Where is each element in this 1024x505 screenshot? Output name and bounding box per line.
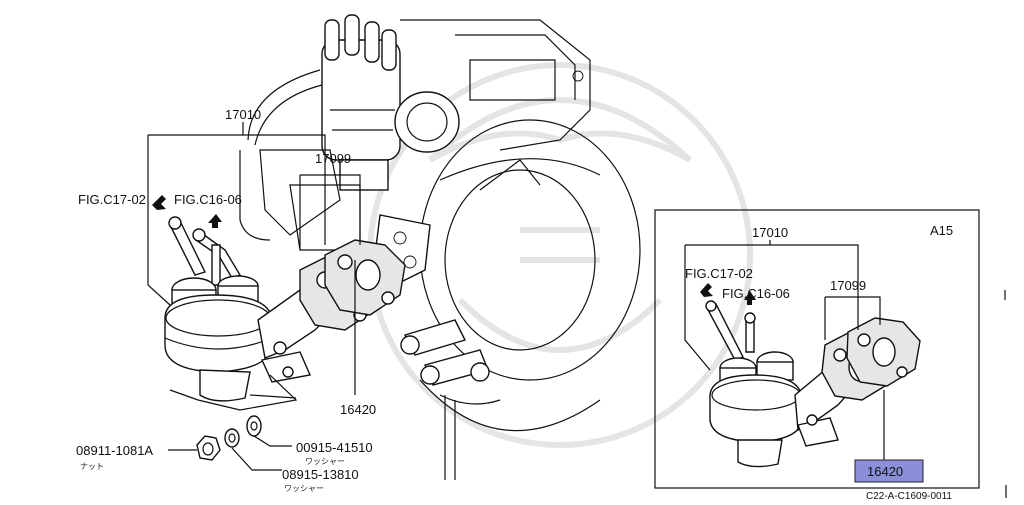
main-leader-lines: [147, 122, 361, 471]
inset-leader-lines: [684, 240, 885, 462]
callout-00915-41510: 00915-41510: [296, 440, 373, 455]
callout-17010: 17010: [225, 107, 261, 122]
diagram-code: C22-A-C1609-0011: [866, 491, 952, 502]
inset-callout-16420-highlight[interactable]: 16420: [854, 459, 924, 483]
inset-callout-16420: 16420: [867, 464, 903, 479]
inset-variant-label: A15: [930, 223, 953, 238]
washer-08915-13810[interactable]: [224, 428, 240, 448]
nut-08911-1081A[interactable]: [196, 435, 221, 461]
inset-insulator-16420[interactable]: [846, 317, 921, 387]
nut-jp-label: ナット: [80, 462, 104, 471]
insulator-16420[interactable]: [324, 239, 406, 316]
callout-08911-1081A: 08911-1081A: [76, 443, 153, 458]
fig-c17-02-link[interactable]: FIG.C17-02: [78, 192, 146, 207]
inset-fig-c16-06-link[interactable]: FIG.C16-06: [722, 286, 790, 301]
inset-fuel-pump[interactable]: [705, 300, 863, 468]
callout-08915-13810: 08915-13810: [282, 467, 359, 482]
inset-panel: [654, 209, 980, 489]
washer2-jp-label: ワッシャー: [284, 484, 324, 493]
margin-mark: [1004, 290, 1007, 498]
washer1-jp-label: ワッシャー: [305, 457, 345, 466]
inset-callout-17010: 17010: [752, 225, 788, 240]
callout-16420: 16420: [340, 402, 376, 417]
callout-17099: 17099: [315, 151, 351, 166]
inset-callout-17099: 17099: [830, 278, 866, 293]
washer-00915-41510[interactable]: [246, 415, 262, 437]
fig-c16-06-link[interactable]: FIG.C16-06: [174, 192, 242, 207]
inset-fig-c17-02-link[interactable]: FIG.C17-02: [685, 266, 753, 281]
